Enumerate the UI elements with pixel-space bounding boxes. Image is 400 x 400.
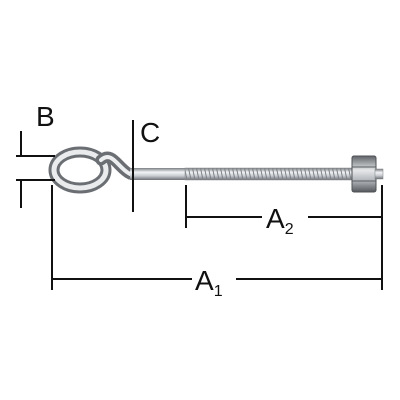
- label-b: B: [36, 101, 55, 132]
- label-a2: A2: [266, 203, 294, 238]
- dimension-a1: A1: [51, 185, 383, 300]
- dimension-b: B: [16, 101, 55, 208]
- bolt-thread: [184, 167, 376, 181]
- eye-ring-highlight: [51, 149, 109, 191]
- eye-neck-highlight: [99, 155, 187, 176]
- bolt-tip: [374, 168, 384, 180]
- bolt-shank: [130, 168, 186, 180]
- hex-nut: [351, 155, 377, 193]
- dimension-c: C: [132, 117, 160, 212]
- dimension-a2: A2: [185, 185, 383, 238]
- label-a1: A1: [195, 265, 223, 300]
- eye-bolt: [48, 146, 384, 194]
- label-c: C: [140, 117, 160, 148]
